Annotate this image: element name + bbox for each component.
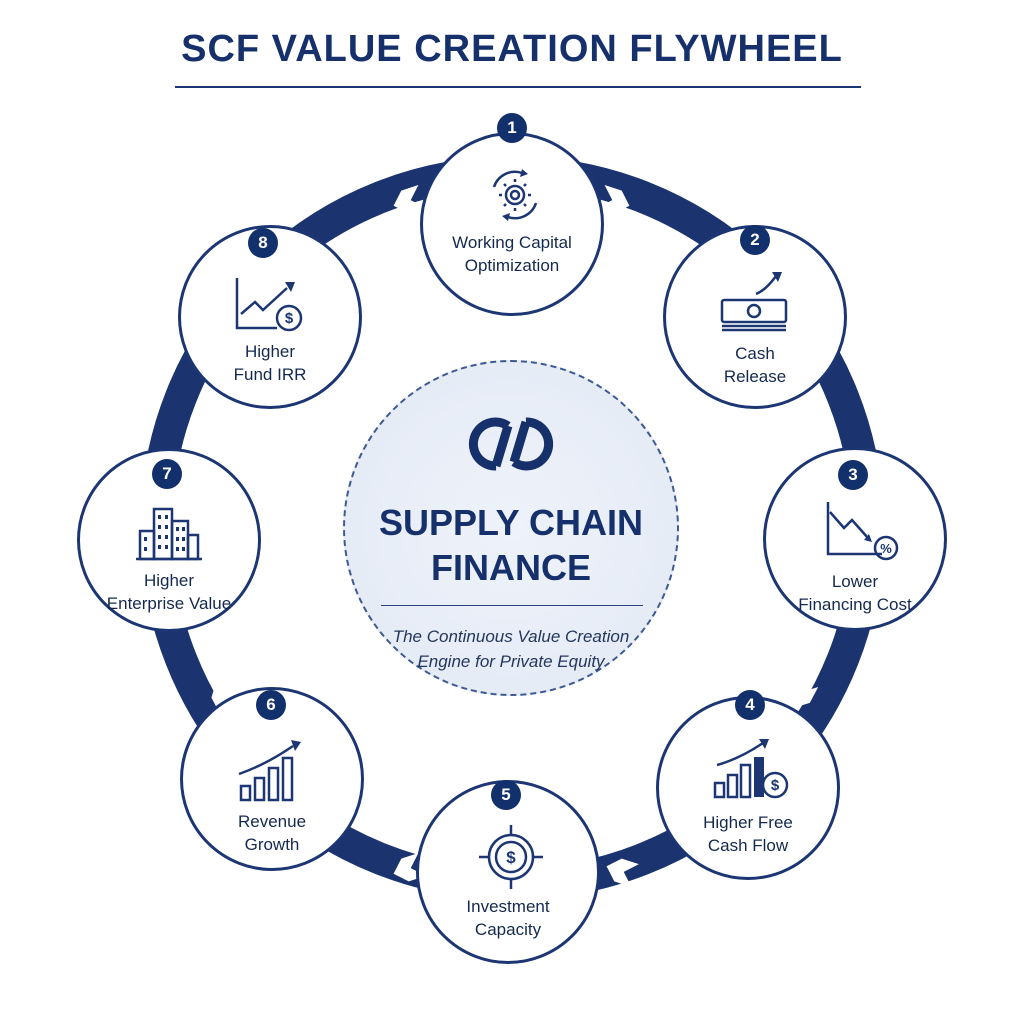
svg-text:$: $	[771, 777, 780, 794]
dollar-target-icon: $	[479, 825, 543, 889]
svg-text:$: $	[506, 848, 516, 867]
rising-bars-dollar-icon: $	[713, 739, 789, 799]
center-divider	[381, 605, 643, 606]
step-number-badge: 7	[152, 459, 182, 489]
growth-bars-icon	[238, 740, 301, 802]
step-number-badge: 1	[497, 113, 527, 143]
step-number-badge: 6	[256, 690, 286, 720]
buildings-icon	[136, 507, 202, 561]
page-title: SCF VALUE CREATION FLYWHEEL	[181, 28, 843, 70]
cash-up-icon	[720, 272, 788, 332]
step-number-badge: 3	[838, 460, 868, 490]
step-number-badge: 2	[740, 225, 770, 255]
rising-line-dollar-icon: $	[235, 278, 303, 332]
step-number-badge: 5	[491, 780, 521, 810]
declining-percent-icon: %	[826, 502, 899, 561]
svg-text:$: $	[285, 310, 294, 327]
step-number-badge: 8	[248, 228, 278, 258]
svg-text:%: %	[880, 541, 892, 556]
title-underline	[175, 86, 861, 88]
gear-cycle-icon	[492, 169, 538, 221]
step-number-badge: 4	[735, 690, 765, 720]
chain-link-icon	[468, 417, 554, 471]
